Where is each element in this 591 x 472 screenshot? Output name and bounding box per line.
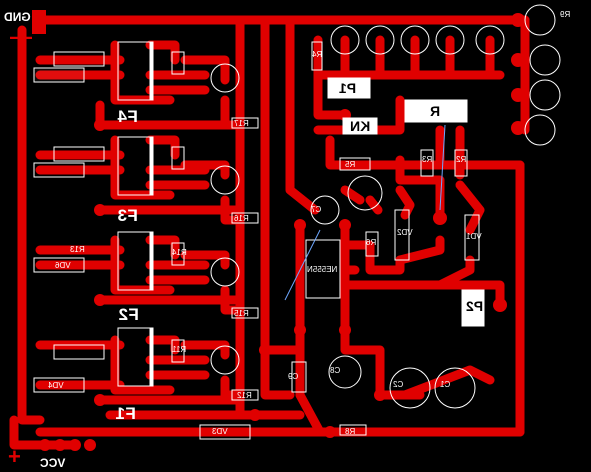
- ic-label: NE555N: [307, 265, 338, 274]
- vcc-label: VCC: [40, 456, 66, 470]
- r17-label: R17: [234, 119, 249, 128]
- c8-label: C8: [330, 366, 341, 375]
- plus-sign: +: [8, 444, 21, 469]
- vd2-label: VD2: [397, 228, 413, 237]
- stage-f1-label: F1: [115, 404, 136, 423]
- c7-label: C7: [311, 205, 322, 214]
- vd1-label: VD1: [466, 232, 482, 241]
- stage-f2-label: F2: [118, 305, 139, 324]
- c2-label: C2: [393, 380, 404, 389]
- r5-label: R5: [345, 160, 356, 169]
- r16-label: R16: [234, 214, 249, 223]
- r8-label: R8: [345, 427, 356, 436]
- c9-label: C9: [288, 372, 299, 381]
- vd6-label: VD6: [55, 261, 71, 270]
- r9-label: R9: [560, 10, 571, 19]
- p2-label: P2: [466, 298, 484, 314]
- gnd-label: GND: [4, 10, 31, 24]
- minus-sign: —: [10, 24, 32, 49]
- stage-f3-label: F3: [117, 206, 138, 225]
- kn-label: KN: [350, 118, 371, 134]
- solder-pads: [39, 13, 525, 451]
- r4-label: R4: [312, 50, 323, 59]
- r15-label: R15: [234, 309, 249, 318]
- vd4-label: VD4: [48, 381, 64, 390]
- r6-label: R6: [366, 238, 377, 247]
- r-pot-label: R: [430, 103, 441, 119]
- r13-label: R13: [70, 245, 85, 254]
- p1-label: P1: [339, 80, 357, 96]
- r3-label: R3: [422, 155, 433, 164]
- r12-label: R12: [237, 391, 252, 400]
- stage-f4-label: F4: [117, 107, 138, 126]
- r14-label: R14: [172, 248, 187, 257]
- c1-label: C1: [440, 380, 451, 389]
- vd3-label: VD3: [212, 427, 228, 436]
- r11-label: R11: [172, 345, 187, 354]
- r2-label: R2: [456, 155, 467, 164]
- copper-traces: [9, 15, 530, 450]
